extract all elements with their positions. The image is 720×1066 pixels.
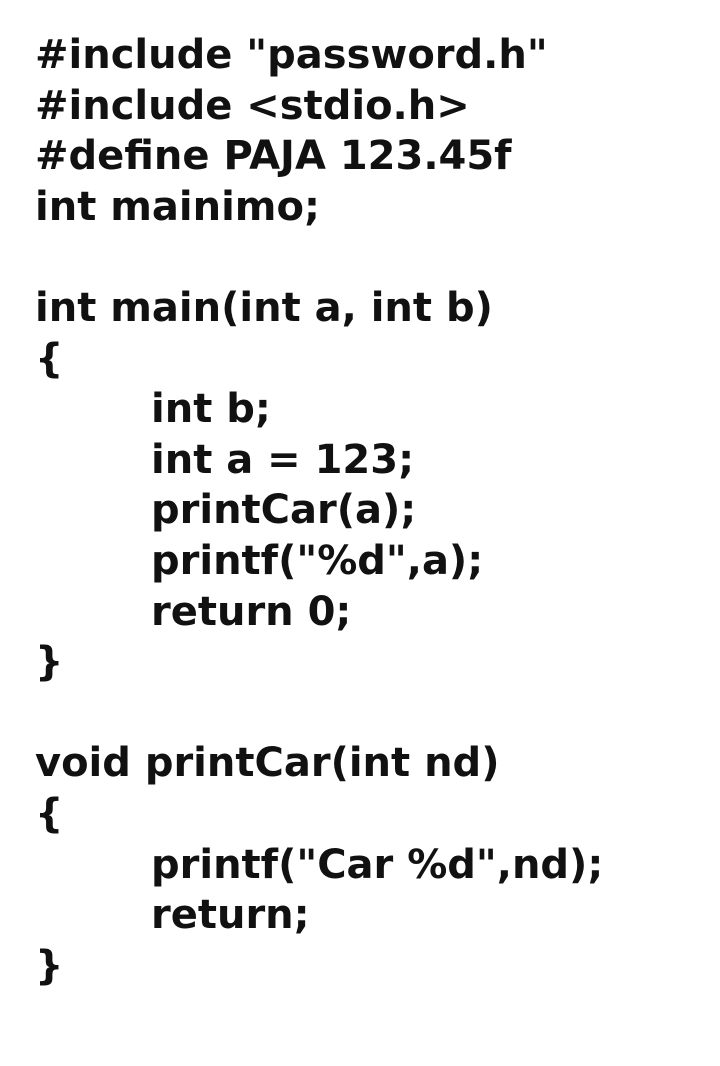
code-listing: #include "password.h" #include <stdio.h>… bbox=[35, 30, 705, 991]
code-line-2: #include <stdio.h> bbox=[35, 82, 470, 129]
code-line-9: int a = 123; bbox=[151, 436, 415, 483]
code-line-12: return 0; bbox=[151, 588, 352, 635]
code-line-6: int main(int a, int b) bbox=[35, 284, 493, 331]
code-line-18: return; bbox=[151, 892, 310, 939]
code-line-13: } bbox=[35, 639, 64, 686]
code-line-4: int mainimo; bbox=[35, 183, 320, 230]
code-line-16: { bbox=[35, 790, 64, 837]
code-line-1: #include "password.h" bbox=[35, 32, 548, 78]
code-line-7: { bbox=[35, 335, 64, 382]
code-line-8: int b; bbox=[151, 386, 271, 433]
code-line-17: printf("Car %d",nd); bbox=[151, 841, 604, 888]
code-line-11: printf("%d",a); bbox=[151, 537, 484, 584]
code-line-19: } bbox=[35, 942, 64, 989]
code-line-5-blank bbox=[35, 232, 705, 283]
code-line-15: void printCar(int nd) bbox=[35, 740, 500, 787]
code-line-14-blank bbox=[35, 688, 705, 739]
code-line-10: printCar(a); bbox=[151, 487, 417, 534]
code-line-3: #define PAJA 123.45f bbox=[35, 133, 512, 180]
